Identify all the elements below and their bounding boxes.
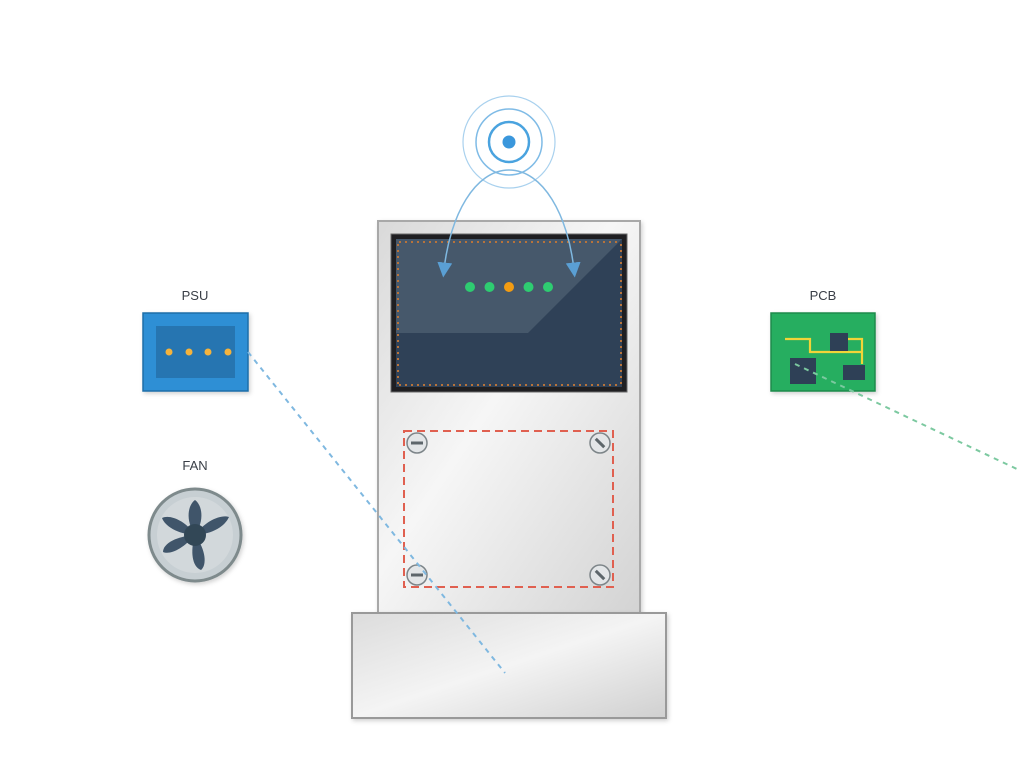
indicator-dots: [465, 282, 553, 292]
screen-border-dots: [397, 241, 622, 386]
indicator-dot: [543, 282, 553, 292]
indicator-dot: [484, 282, 495, 292]
indicator-dot: [504, 282, 514, 292]
signal-arc-left: [437, 169, 510, 278]
fan-part[interactable]: [147, 487, 243, 583]
indicator-dot: [523, 282, 534, 292]
signal-dot-icon: [502, 135, 516, 149]
psu-guide-line: [247, 351, 506, 674]
angled-slot-icon: [594, 569, 606, 581]
fan-icon: [162, 500, 229, 570]
pcb-part[interactable]: [770, 312, 876, 392]
pcb-label: PCB: [809, 288, 837, 303]
signal-arc-right: [508, 169, 581, 278]
screw-bottom-left[interactable]: [406, 564, 428, 586]
screw-top-right[interactable]: [589, 432, 611, 454]
device-base: [351, 612, 667, 719]
screw-bottom-right[interactable]: [589, 564, 611, 586]
indicator-dot: [465, 282, 475, 292]
signal-emitter: [462, 95, 556, 189]
screw-top-left[interactable]: [406, 432, 428, 454]
part-drop-target[interactable]: [403, 430, 614, 588]
pcb-guide-line: [794, 363, 1019, 471]
flat-slot-icon: [411, 573, 423, 577]
device-screen: [390, 233, 628, 393]
flat-slot-icon: [411, 441, 423, 445]
psu-label: PSU: [181, 288, 209, 303]
fan-label: FAN: [182, 458, 208, 473]
psu-part[interactable]: [142, 312, 249, 392]
angled-slot-icon: [594, 437, 606, 449]
